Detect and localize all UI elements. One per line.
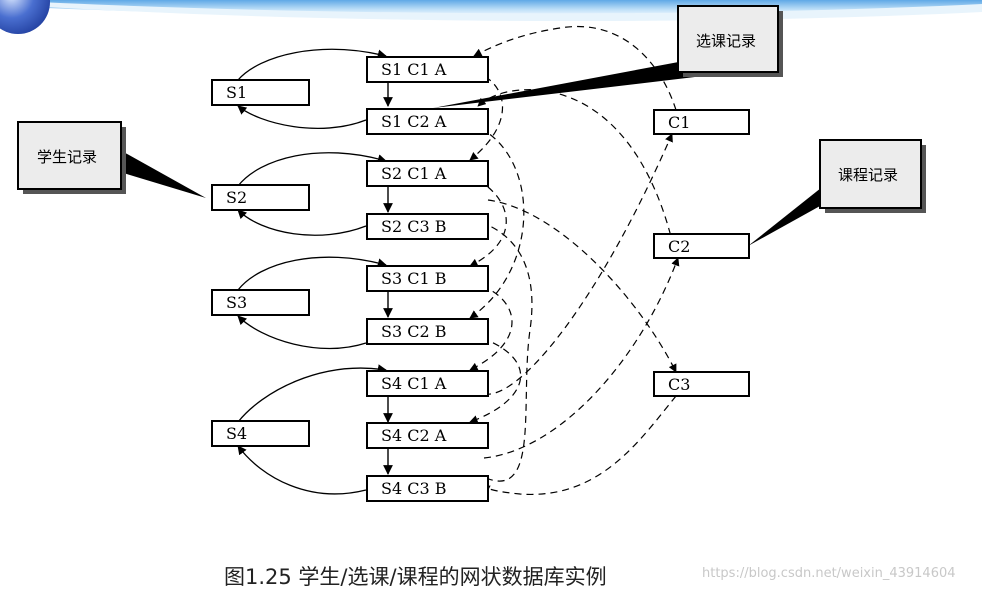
student-record-s3: S3	[211, 289, 310, 316]
course-label: C1	[668, 113, 690, 132]
enrollment-label: S3 C2 B	[381, 322, 447, 341]
enrollment-label: S1 C1 A	[381, 60, 447, 79]
enrollment-record-e4: S2 C3 B	[366, 213, 489, 240]
callout-label: 学生记录	[37, 148, 97, 166]
enrollment-record-e5: S3 C1 B	[366, 265, 489, 292]
student-label: S2	[226, 188, 247, 207]
course-label: C2	[668, 237, 690, 256]
figure-caption: 图1.25 学生/选课/课程的网状数据库实例	[224, 565, 607, 589]
student-record-s2: S2	[211, 184, 310, 211]
enrollment-label: S4 C3 B	[381, 479, 447, 498]
course-record-c1: C1	[653, 109, 750, 135]
enrollment-label: S4 C1 A	[381, 374, 447, 393]
decorative-orb	[0, 0, 50, 34]
enrollment-label: S2 C1 A	[381, 164, 447, 183]
course-links	[469, 26, 680, 495]
enrollment-label: S2 C3 B	[381, 217, 447, 236]
student-label: S1	[226, 83, 247, 102]
student-record-s4: S4	[211, 420, 310, 447]
enrollment-label: S4 C2 A	[381, 426, 447, 445]
enrollment-record-e6: S3 C2 B	[366, 318, 489, 345]
watermark: https://blog.csdn.net/weixin_43914604	[702, 566, 956, 581]
enrollment-record-e1: S1 C1 A	[366, 56, 489, 83]
enrollment-record-e7: S4 C1 A	[366, 370, 489, 397]
enrollment-label: S3 C1 B	[381, 269, 447, 288]
student-label: S3	[226, 293, 247, 312]
course-record-c2: C2	[653, 233, 750, 259]
callout-enrollment-record: 选课记录	[433, 5, 783, 108]
enrollment-record-e3: S2 C1 A	[366, 160, 489, 187]
enrollment-record-e9: S4 C3 B	[366, 475, 489, 502]
callout-course-record: 课程记录	[748, 139, 926, 246]
callout-label: 课程记录	[838, 166, 898, 184]
callout-student-record: 学生记录	[17, 121, 206, 198]
enrollment-label: S1 C2 A	[381, 112, 447, 131]
course-label: C3	[668, 375, 690, 394]
student-record-s1: S1	[211, 79, 310, 106]
callout-label: 选课记录	[696, 32, 756, 50]
course-record-c3: C3	[653, 371, 750, 397]
enrollment-record-e2: S1 C2 A	[366, 108, 489, 135]
student-links	[237, 48, 387, 495]
student-label: S4	[226, 424, 247, 443]
enrollment-record-e8: S4 C2 A	[366, 422, 489, 449]
